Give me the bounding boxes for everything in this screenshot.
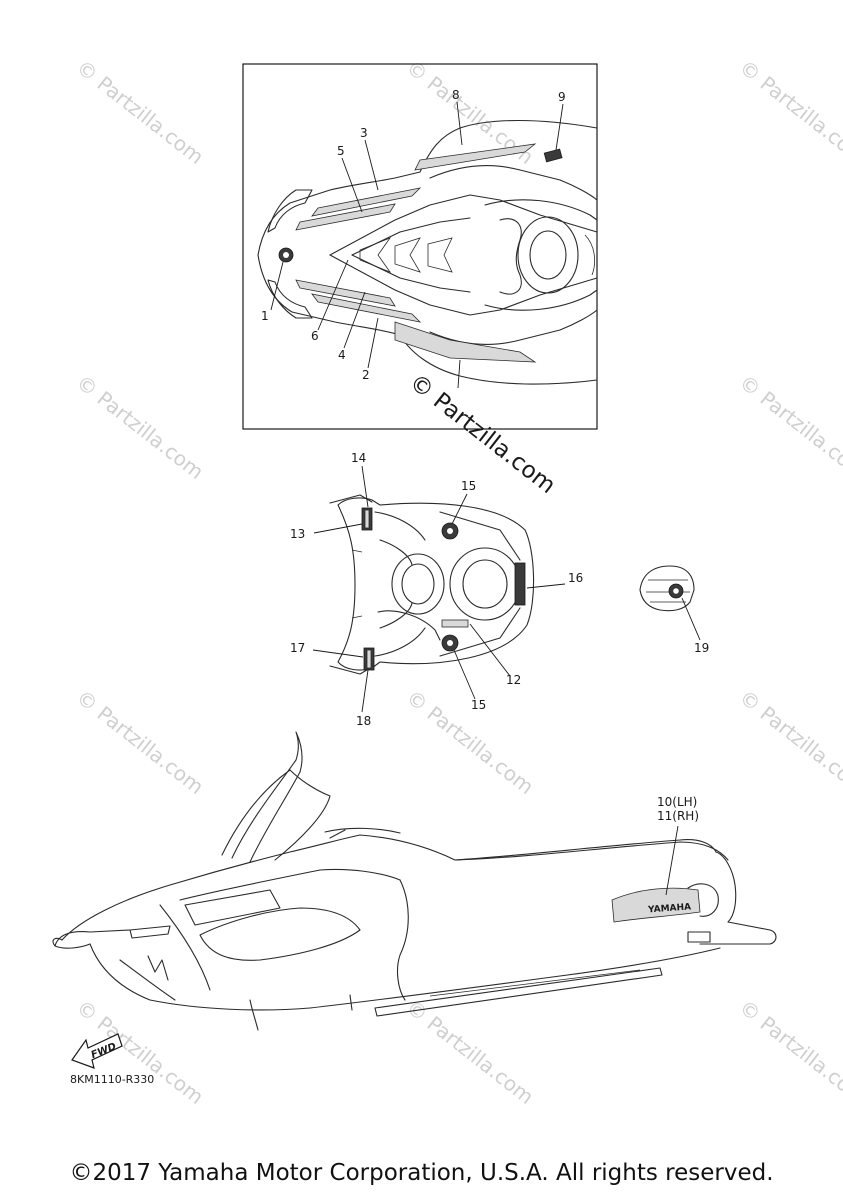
decal-9 [543, 148, 563, 163]
callout-18: 18 [356, 714, 371, 728]
part-19-view: 19 [639, 565, 709, 655]
top-view-hood: 8 9 3 5 1 6 4 2 © Partzilla.com [242, 63, 598, 499]
decal-12 [441, 619, 469, 628]
callout-15-upper: 15 [461, 479, 476, 493]
watermark: © Partzilla.com [402, 995, 538, 1109]
watermark: © Partzilla.com [735, 370, 843, 484]
callout-2: 2 [362, 368, 370, 382]
decal-3 [311, 187, 422, 217]
callout-3: 3 [360, 126, 368, 140]
callout-9: 9 [558, 90, 566, 104]
seat-rear-view: 14 15 13 16 17 12 15 18 [290, 451, 583, 728]
fwd-arrow-icon: FWD [71, 1033, 123, 1069]
drawing-code: 8KM1110-R330 [70, 1073, 155, 1086]
callout-5: 5 [337, 144, 345, 158]
decal-8 [414, 143, 537, 171]
watermark: © Partzilla.com [735, 995, 843, 1109]
copyright-notice: ©2017 Yamaha Motor Corporation, U.S.A. A… [69, 1160, 774, 1186]
yamaha-lettering: YAMAHA [647, 902, 692, 915]
callout-12: 12 [506, 673, 521, 687]
callout-10-lh: 10(LH) [657, 795, 697, 809]
watermark-large: © Partzilla.com [404, 369, 560, 499]
decal-16 [514, 562, 526, 606]
callout-15-lower: 15 [471, 698, 486, 712]
decal-4 [311, 293, 422, 323]
watermark: © Partzilla.com [72, 685, 208, 799]
decal-13 [364, 509, 370, 529]
side-view-snowmobile: YAMAHA 10(LH) 11(RH) [52, 731, 777, 1031]
callout-19: 19 [694, 641, 709, 655]
decal-2 [394, 321, 537, 363]
callout-17: 17 [290, 641, 305, 655]
callout-1: 1 [261, 309, 269, 323]
callout-4: 4 [338, 348, 346, 362]
decal-18 [366, 649, 372, 669]
watermark: © Partzilla.com [72, 370, 208, 484]
watermark-layer: © Partzilla.com © Partzilla.com © Partzi… [72, 55, 843, 1109]
callout-13: 13 [290, 527, 305, 541]
callout-16: 16 [568, 571, 583, 585]
top-view-frame [242, 63, 598, 430]
watermark: © Partzilla.com [735, 685, 843, 799]
callout-8: 8 [452, 88, 460, 102]
watermark: © Partzilla.com [72, 55, 208, 169]
decal-5 [295, 203, 396, 231]
decal-6 [295, 279, 396, 307]
callout-6: 6 [311, 329, 319, 343]
callout-11-rh: 11(RH) [657, 809, 699, 823]
watermark: © Partzilla.com [735, 55, 843, 169]
callout-14: 14 [351, 451, 366, 465]
decal-10-11 [611, 887, 701, 923]
